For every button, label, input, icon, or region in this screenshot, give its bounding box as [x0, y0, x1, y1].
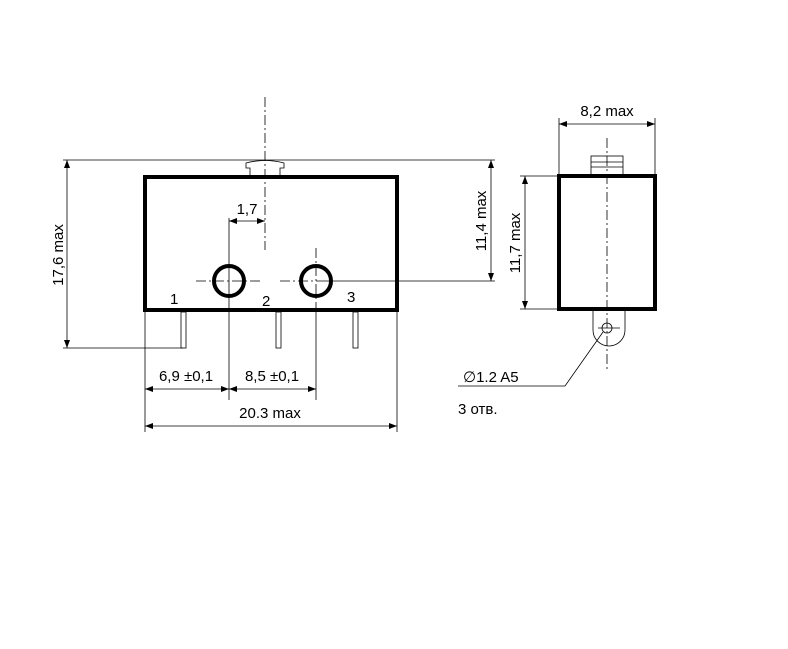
dim-side-height: 11,7 max [507, 212, 524, 273]
dim-body-width: 20.3 max [239, 405, 301, 422]
switch-body [143, 175, 399, 312]
side-view: 8,2 max 11,7 max ∅1.2 A5 3 отв. [458, 103, 657, 418]
hole-count: 3 отв. [458, 401, 498, 418]
front-view: 1 2 3 17,6 max 1,7 6,9 ±0,1 8,5 ±0,1 20.… [50, 97, 495, 432]
pin-3 [352, 311, 359, 349]
side-pin-tab [592, 311, 626, 347]
pin-label-3: 3 [347, 289, 355, 306]
pin-2 [275, 311, 282, 349]
pin-1 [180, 311, 187, 349]
actuator-plunger [245, 160, 285, 177]
dim-hole-spacing: 8,5 ±0,1 [245, 368, 299, 385]
hole-callout: ∅1.2 A5 [463, 369, 519, 386]
pin-label-2: 2 [262, 293, 270, 310]
dim-pin1-to-hole: 6,9 ±0,1 [159, 368, 213, 385]
dim-hole-height: 11,4 max [473, 190, 490, 251]
pin-label-1: 1 [170, 291, 178, 308]
dim-side-width: 8,2 max [580, 103, 634, 120]
dim-total-height: 17,6 max [50, 224, 67, 286]
dim-actuator-offset: 1,7 [237, 201, 258, 218]
